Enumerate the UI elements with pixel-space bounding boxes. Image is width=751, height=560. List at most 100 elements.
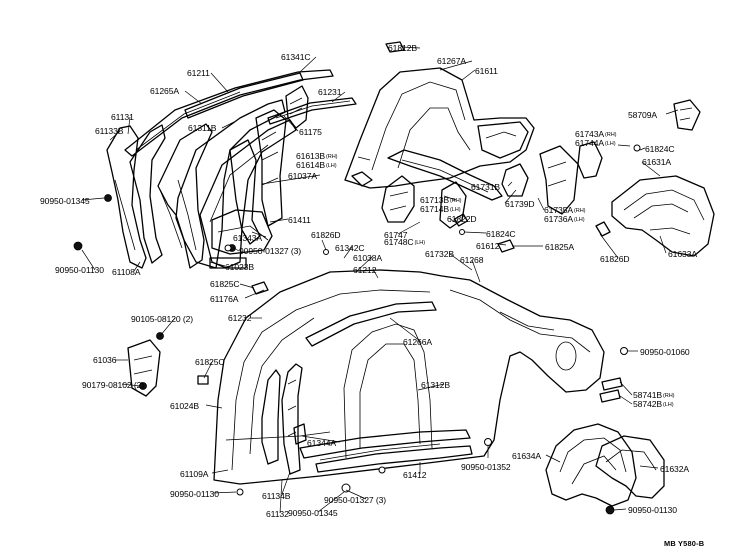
side-lh-61614b: (LH)	[326, 163, 337, 169]
reference-code: MB Y580-B	[664, 539, 705, 548]
leader-line	[261, 174, 321, 185]
rocker-reinforcement	[299, 429, 473, 473]
label-61748c: 61748C(LH)	[384, 238, 425, 248]
leader-line	[121, 383, 141, 387]
label-61038a: 61038A	[353, 253, 383, 263]
leader-line	[127, 116, 131, 135]
label-61037a: 61037A	[288, 171, 318, 181]
leader-line	[471, 259, 481, 283]
leader-line	[299, 56, 317, 73]
label-61266a: 61266A	[403, 337, 433, 347]
leader-line	[233, 247, 240, 252]
leader-line	[497, 243, 507, 246]
roof-rail-strip	[267, 97, 357, 125]
label-61634a: 61634A	[512, 451, 542, 461]
label-61744a-number: 61744A	[575, 138, 605, 148]
label-61714b-number: 61714B	[420, 204, 450, 214]
leader-line	[81, 197, 105, 201]
label-58742b-number: 58742B	[633, 399, 663, 409]
leader-line	[251, 231, 267, 238]
leader-line	[401, 46, 421, 49]
label-61744a: 61744A(LH)	[575, 139, 616, 149]
leader-line	[443, 195, 457, 201]
side-lh-61744a: (LH)	[605, 141, 616, 147]
label-61812b: 61812B	[388, 43, 418, 53]
label-61176a: 61176A	[210, 294, 239, 304]
center-pillar-lower	[281, 363, 303, 475]
upper-pillar-bracket	[285, 85, 309, 129]
leader-line	[665, 109, 679, 115]
side-member-bracket	[127, 339, 161, 397]
label-61211: 61211	[187, 68, 210, 78]
label-90950-01327-top: 90950-01327 (3)	[239, 246, 302, 256]
fastener-set	[224, 144, 641, 515]
label-61341c: 61341C	[281, 52, 311, 62]
side-lh-61748c: (LH)	[414, 240, 426, 246]
label-61231: 61231	[318, 87, 342, 97]
inner-panel-bracket-b	[439, 181, 467, 229]
leader-line	[184, 90, 203, 105]
small-plate-clips	[197, 41, 623, 403]
leader-line	[545, 454, 561, 463]
label-61825c-top: 61825C	[210, 279, 240, 289]
leader-line	[372, 268, 379, 279]
label-58709a: 58709A	[628, 110, 658, 120]
label-61412: 61412	[403, 470, 427, 480]
label-61612: 61612	[476, 241, 500, 251]
gusset-small	[293, 423, 307, 445]
label-61632a: 61632A	[660, 464, 690, 474]
label-61748c-number: 61748C	[384, 237, 414, 247]
label-61739d: 61739D	[505, 199, 535, 209]
label-90950-01130-right: 90950-01130	[628, 505, 677, 515]
rear-wheel-house-outer	[545, 423, 637, 507]
quarter-panel-upper	[344, 67, 535, 189]
leader-line	[448, 217, 459, 225]
label-61747: 61747	[384, 230, 408, 240]
leader-line	[397, 221, 421, 235]
leader-line	[279, 479, 283, 514]
label-61826d-mid: 61826D	[311, 230, 341, 240]
leader-line	[109, 130, 121, 141]
leader-lines	[81, 46, 679, 514]
label-61232: 61232	[228, 313, 252, 323]
leader-line	[613, 508, 627, 511]
leader-line	[463, 231, 487, 234]
leader-line	[317, 491, 345, 513]
leader-line	[269, 218, 289, 223]
label-90950-01130-mid: 90950-01130	[170, 489, 219, 499]
side-lh-61736a: (LH)	[574, 217, 585, 223]
leader-line	[504, 189, 517, 204]
leader-line	[133, 261, 141, 272]
leader-line	[211, 469, 229, 474]
side-rh-61613b: (RH)	[326, 154, 338, 160]
side-rh-61735a: (RH)	[574, 208, 586, 214]
side-rh-61713b: (RH)	[450, 198, 462, 204]
leader-line	[659, 235, 667, 254]
label-61344a: 61344A	[307, 438, 337, 448]
label-61108a: 61108A	[112, 267, 141, 277]
leader-line	[81, 249, 96, 271]
label-61109a: 61109A	[180, 469, 209, 479]
center-pillar-front-section	[175, 99, 297, 269]
leader-line	[210, 72, 229, 93]
leader-line	[619, 381, 633, 396]
label-61265a: 61265A	[150, 86, 180, 96]
leader-line	[301, 435, 341, 443]
label-58741b: 58741B(RH)	[633, 391, 675, 401]
label-61735a: 61735A(RH)	[544, 205, 586, 216]
rear-extension-member	[539, 145, 579, 215]
label-61036: 61036	[93, 355, 117, 365]
leader-line	[641, 161, 661, 177]
label-90950-01345-bottom: 90950-01345	[288, 508, 338, 518]
leader-line	[281, 471, 291, 495]
leader-line	[345, 489, 367, 500]
label-61134b: 61134B	[262, 491, 291, 501]
label-61825c-mid: 61825C	[195, 357, 225, 367]
label-61736a-number: 61736A	[544, 214, 574, 224]
label-90950-01327-bottom: 90950-01327 (3)	[324, 495, 387, 505]
label-61735a-number: 61735A	[544, 205, 574, 215]
label-61611: 61611	[475, 66, 498, 76]
label-61614b-number: 61614B	[296, 160, 326, 170]
leader-line	[639, 465, 659, 469]
